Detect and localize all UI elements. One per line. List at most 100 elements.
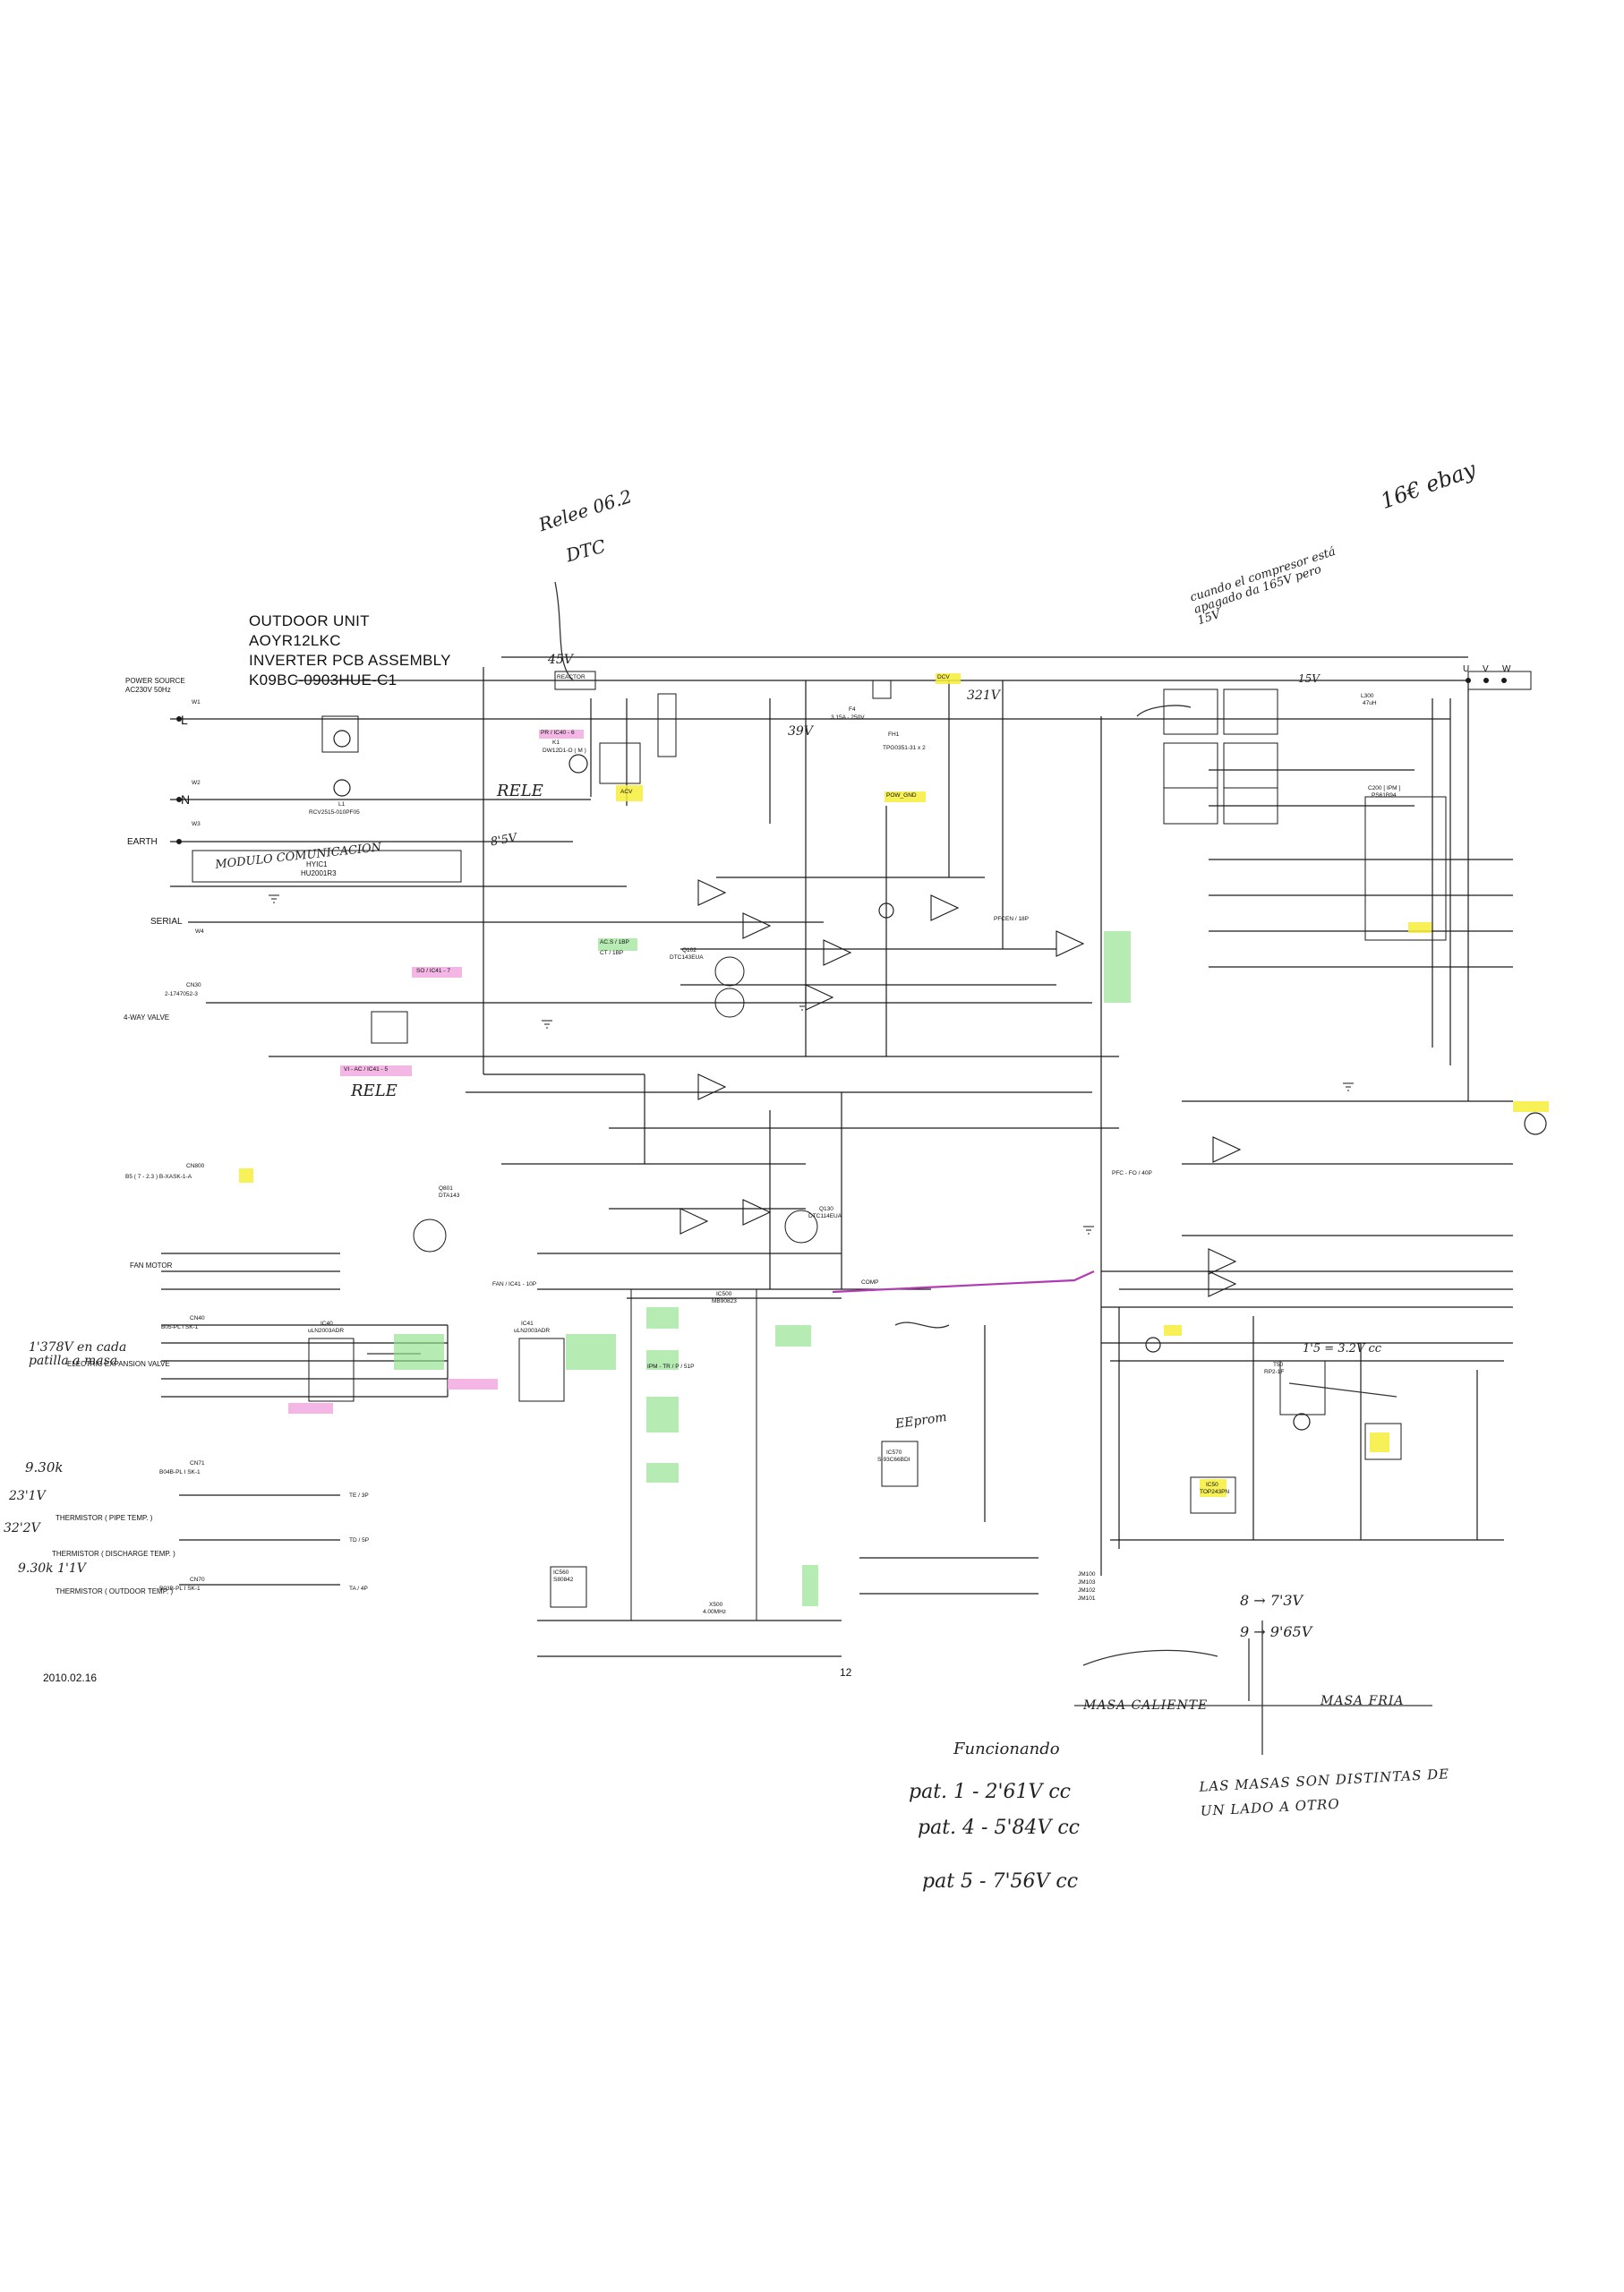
note-rele-1: RELE	[497, 782, 543, 800]
connector-cn70-part: B03B-PL I SK-1	[159, 1586, 201, 1592]
connector-w4: W4	[195, 928, 204, 935]
earth-label: EARTH	[127, 837, 158, 847]
thermistor-outdoor-label: THERMISTOR ( OUTDOOR TEMP. )	[56, 1587, 174, 1595]
l300-part: 47uH	[1363, 700, 1377, 706]
net-pfc-fo: PFC - FO / 40P	[1112, 1170, 1152, 1176]
net-ipm-tr: IPM - TR / P / 51P	[647, 1364, 695, 1370]
jumper-jm101: JM101	[1078, 1595, 1096, 1602]
relay-k1-part: DW12D1-O ( M )	[543, 748, 586, 754]
ic570-label: IC570	[886, 1450, 902, 1456]
ipm-label: C200 [ IPM ]	[1368, 785, 1401, 791]
note-15v: 15V	[1298, 672, 1320, 685]
power-source-label: POWER SOURCE	[125, 677, 185, 685]
net-acs: AC.S / 1BP	[600, 939, 629, 945]
ic40-part: uLN2003ADR	[308, 1328, 345, 1334]
net-fan: FAN / IC41 - 10P	[492, 1281, 537, 1287]
x500-label: X500	[709, 1602, 723, 1608]
net-ct: CT / 1BP	[600, 950, 624, 956]
net-pow-gnd: POW_GND	[886, 792, 917, 799]
note-39v: 39V	[788, 724, 813, 739]
q801-part: DTA143	[439, 1193, 460, 1199]
jumper-jm102: JM102	[1078, 1587, 1096, 1594]
ic41-label: IC41	[521, 1321, 534, 1327]
ic41-part: uLN2003ADR	[514, 1328, 551, 1334]
power-spec-label: AC230V 50Hz	[125, 686, 171, 694]
net-pfcen: PFCEN / 18P	[994, 916, 1030, 922]
comm-module-label: HYIC1	[306, 860, 328, 868]
thermistor-discharge-label: THERMISTOR ( DISCHARGE TEMP. )	[52, 1550, 175, 1558]
title-line-1: OUTDOOR UNIT	[249, 612, 370, 629]
ic50-label: IC50	[1206, 1482, 1218, 1488]
eev-label: ELECTRIC EXPANSION VALVE	[67, 1360, 170, 1368]
connector-cn800: CN800	[186, 1163, 205, 1169]
phase-w-label: W	[1502, 664, 1511, 674]
net-acv: ACV	[620, 789, 633, 795]
serial-label: SERIAL	[150, 917, 183, 927]
note-masa-caliente: MASA CALIENTE	[1083, 1698, 1209, 1713]
footer-page-number: 12	[840, 1666, 852, 1679]
q102-label: Q102	[682, 947, 697, 954]
fh1-part: TPG0351-31 x 2	[883, 745, 926, 751]
note-pin9: 9 → 9'65V	[1240, 1623, 1312, 1640]
q102-part: DTC143EUA	[670, 954, 704, 961]
phase-u-label: U	[1463, 664, 1470, 674]
l1-part: RCV2515-010PF05	[309, 809, 360, 816]
thermistor-pipe-label: THERMISTOR ( PIPE TEMP. )	[56, 1514, 153, 1522]
connector-cn800-part: B5 ( 7 - 2.3 ) B-XASK-1-A	[125, 1174, 192, 1180]
relay-k1-label: K1	[552, 740, 560, 746]
net-dcv: DCV	[937, 674, 950, 680]
note-masa-fria: MASA FRIA	[1321, 1694, 1405, 1708]
net-ta: TA / 4P	[349, 1586, 368, 1592]
four-way-valve-label: 4-WAY VALVE	[124, 1013, 170, 1022]
f4-part: 3.15A - 250V	[831, 714, 865, 721]
title-line-2: AOYR12LKC	[249, 632, 341, 649]
jumper-jm100: JM100	[1078, 1571, 1096, 1578]
connector-cn30: CN30	[186, 982, 201, 988]
ic560-label: IC560	[553, 1569, 569, 1576]
connector-w2: W2	[192, 780, 201, 786]
note-pat5: pat 5 - 7'56V cc	[922, 1870, 1079, 1893]
transformer-symbol	[333, 730, 1311, 1431]
note-rele-2: RELE	[351, 1082, 397, 1100]
t50-part: RP2-1F	[1264, 1369, 1285, 1375]
l300-label: L300	[1361, 693, 1374, 699]
connector-cn40: CN40	[190, 1315, 205, 1321]
ipm-part: PS61B94	[1372, 792, 1397, 799]
fan-motor-label: FAN MOTOR	[130, 1261, 173, 1270]
note-pin8: 8 → 7'3V	[1240, 1592, 1303, 1609]
note-32v2: 32'2V	[4, 1521, 40, 1535]
connector-w3: W3	[192, 821, 201, 827]
note-9k30-1v1: 9.30k 1'1V	[18, 1561, 86, 1576]
net-comp: COMP	[861, 1279, 879, 1286]
footer-date: 2010.02.16	[43, 1672, 98, 1684]
note-9k30: 9.30k	[25, 1459, 64, 1475]
terminal-n-label: N	[181, 792, 191, 807]
terminal-l-label: L	[181, 713, 188, 727]
ic560-part: S80842	[553, 1577, 574, 1583]
q801-label: Q801	[439, 1185, 453, 1192]
ic570-part: S-93C66BDI	[877, 1457, 910, 1463]
note-eev-voltage: 1'378V en cada patilla a masa	[29, 1340, 127, 1368]
net-vi-ac: VI - AC / IC41 - 5	[344, 1066, 389, 1073]
net-pr-ic40: PR / IC40 - 6	[541, 730, 575, 736]
comm-module-part: HU2001R3	[301, 869, 337, 877]
connector-cn40-part: B05-PL I SK-1	[161, 1324, 199, 1330]
note-1v5: 1'5 = 3.2V cc	[1303, 1342, 1382, 1356]
connector-cn30-part: 2-1747052-3	[165, 991, 198, 997]
note-45v: 45V	[548, 653, 573, 667]
note-pat4: pat. 4 - 5'84V cc	[918, 1817, 1081, 1839]
ic40-label: IC40	[321, 1321, 333, 1327]
ic50-part: TOP243PN	[1200, 1489, 1230, 1495]
connector-w1: W1	[192, 699, 201, 706]
l1-label: L1	[338, 801, 346, 808]
ic500-label: IC500	[716, 1291, 732, 1297]
ic500-part: MB90823	[712, 1298, 737, 1304]
connector-cn71: CN71	[190, 1460, 205, 1467]
f4-label: F4	[849, 706, 856, 713]
title-line-4: K09BC-0903HUE-C1	[249, 671, 397, 688]
note-23v1: 23'1V	[9, 1489, 46, 1503]
q130-label: Q130	[819, 1206, 833, 1212]
